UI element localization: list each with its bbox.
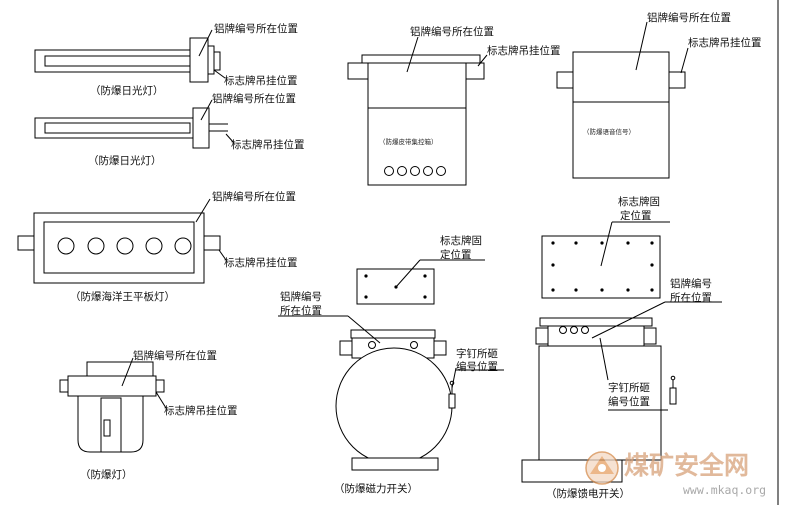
sign-fixed-label-2: 定位置 [440, 248, 472, 261]
switch-right-lug [433, 340, 447, 356]
nameplate-label-2: 所在位置 [670, 291, 712, 304]
sign-fixed-label-1: 标志牌固 [618, 195, 660, 208]
panel-lamp-light [145, 237, 163, 255]
flat-panel-lamp: 铝牌编号所在位置 标志牌吊挂位置 （防爆海洋王平板灯） [17, 190, 298, 303]
watermark-url: www.mkaq.org [683, 483, 766, 497]
indicator-light [559, 326, 567, 334]
sign-fixed-label-1: 标志牌固 [440, 234, 482, 247]
indicator-light [570, 326, 578, 334]
lamp-top [86, 361, 154, 377]
lamp-tube-inner [44, 55, 191, 67]
switch-left-lug [535, 327, 549, 345]
fluorescent-lamp-2: 铝牌编号所在位置 标志牌吊挂位置 （防爆日光灯） [34, 92, 305, 167]
switch-body [335, 347, 453, 465]
feed-switch: 标志牌固 定位置 铝牌编号 所在位置 字钉所砸 编号位置 （防爆馈电开关） [521, 195, 722, 500]
nameplate-label-1: 铝牌编号 [280, 290, 322, 303]
nameplate-rivet [368, 341, 376, 349]
lamp-body [67, 375, 157, 397]
nameplate-label: 铝牌编号所在位置 [212, 190, 296, 203]
signal-box-panel-text: （防爆语音信号） [583, 127, 635, 136]
indicator-light [384, 166, 394, 176]
box-lid [361, 54, 481, 64]
indicator-light [410, 166, 420, 176]
panel-lamp-light [116, 237, 134, 255]
watermark: 煤矿安全网 www.mkaq.org [585, 451, 766, 497]
watermark-title: 煤矿安全网 [624, 451, 749, 480]
lamp-connector [207, 45, 215, 75]
sign-fixed-label-2: 定位置 [620, 209, 652, 222]
caption-explosion-proof-lamp: （防爆灯） [80, 468, 133, 481]
box-body [572, 51, 670, 179]
switch-base [351, 457, 439, 471]
box-body [367, 62, 467, 186]
rivet-label-2: 编号位置 [608, 395, 650, 408]
indicator-light [423, 166, 433, 176]
explosion-proof-lamp: 铝牌编号所在位置 标志牌吊挂位置 （防爆灯） [59, 349, 238, 481]
lamp-bulb-inner [103, 419, 111, 437]
belt-control-box: （防爆皮带集控箱） 铝牌编号所在位置 标志牌吊挂位置 [347, 25, 561, 186]
fluorescent-lamp-1: 铝牌编号所在位置 标志牌吊挂位置 （防爆日光灯） [34, 22, 298, 97]
box-right-lug [668, 71, 686, 89]
nameplate-label-2: 所在位置 [280, 304, 322, 317]
sign-hanging-label: 标志牌吊挂位置 [224, 256, 298, 269]
caption-fluorescent-lamp-2: （防爆日光灯） [88, 154, 162, 167]
caption-feed-switch: （防爆馈电开关） [546, 487, 630, 500]
lamp-connector-tip [213, 51, 221, 71]
lamp-left-lug [59, 379, 69, 393]
switch-body [538, 345, 662, 461]
lamp-end-cap [192, 107, 210, 149]
panel-lamp-light [87, 237, 105, 255]
nameplate-label: 铝牌编号所在位置 [214, 22, 298, 35]
lamp-tube-inner [44, 122, 191, 134]
lamp-right-lug [155, 379, 165, 393]
nameplate-label: 铝牌编号所在位置 [647, 11, 731, 24]
panel-lamp-left-lug [17, 235, 35, 251]
panel-lamp-light [174, 237, 192, 255]
rivet-label-2: 编号位置 [456, 360, 498, 373]
caption-magnetic-switch: （防爆磁力开关） [334, 482, 418, 495]
switch-lid [350, 329, 436, 339]
lamp-bulb [100, 397, 122, 453]
rivet-label-1: 字钉所砸 [608, 381, 650, 394]
watermark-logo [585, 451, 619, 485]
indicator-light [581, 326, 589, 334]
magnetic-switch: 标志牌固 定位置 铝牌编号 所在位置 字钉所砸 编号位置 （防爆磁力开关） [278, 234, 504, 495]
panel-lamp-light [57, 237, 75, 255]
nameplate-label: 铝牌编号所在位置 [410, 25, 494, 38]
rivet-label-1: 字钉所砸 [456, 347, 498, 360]
sign-hanging-label: 标志牌吊挂位置 [164, 404, 238, 417]
nameplate-rivet [410, 341, 418, 349]
switch-right-lug [643, 327, 657, 345]
indicator-light [397, 166, 407, 176]
nameplate-label: 铝牌编号所在位置 [212, 92, 296, 105]
switch-handle [448, 393, 456, 409]
voice-signal-box: （防爆语音信号） 铝牌编号所在位置 标志牌吊挂位置 [556, 11, 762, 179]
sign-hanging-label: 标志牌吊挂位置 [688, 36, 762, 49]
box-right-lug [465, 62, 485, 80]
control-box-panel-text: （防爆皮带集控箱） [379, 137, 438, 146]
sign-hanging-label: 标志牌吊挂位置 [487, 44, 561, 57]
indicator-light [436, 166, 446, 176]
switch-lid [539, 317, 653, 327]
sign-hanging-label: 标志牌吊挂位置 [231, 138, 305, 151]
sign-hanging-label: 标志牌吊挂位置 [224, 74, 298, 87]
sign-plate [541, 235, 661, 299]
caption-fluorescent-lamp-1: （防爆日光灯） [90, 84, 164, 97]
nameplate-label-1: 铝牌编号 [670, 277, 712, 290]
caption-flat-panel-lamp: （防爆海洋王平板灯） [70, 290, 175, 303]
lamp-end-cap [189, 37, 209, 83]
box-left-lug [347, 62, 369, 80]
nameplate-label: 铝牌编号所在位置 [133, 349, 217, 362]
box-left-lug [556, 71, 574, 89]
switch-handle [669, 387, 677, 405]
switch-left-lug [339, 340, 353, 356]
panel-lamp-right-lug [203, 235, 221, 251]
